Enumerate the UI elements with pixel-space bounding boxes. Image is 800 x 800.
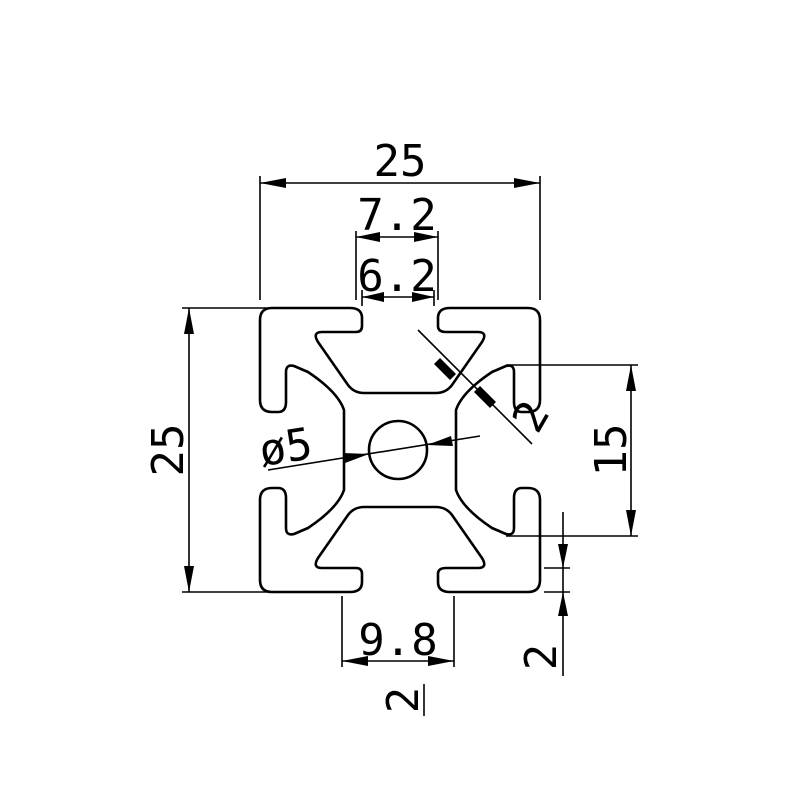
slot-outer-width-label: 7.2: [357, 190, 436, 241]
dim-slot-spacing: 15: [506, 364, 638, 537]
arrowhead: [427, 436, 453, 446]
slot-spacing-label: 15: [586, 424, 637, 477]
overall-width-label: 25: [374, 136, 427, 187]
dim-side-wall: 2: [516, 512, 570, 676]
center-hole-label: ø5: [256, 418, 316, 477]
corner-wall-label: 2: [503, 393, 560, 441]
dim-overall-width: 25: [259, 136, 541, 300]
arrowhead: [474, 386, 496, 408]
arrowhead: [342, 656, 368, 666]
outer-contour: [258, 306, 542, 594]
arrowhead: [184, 566, 194, 592]
profile-outline: [258, 306, 542, 594]
arrowhead: [558, 544, 568, 568]
arrowhead: [260, 178, 286, 188]
arrowhead: [626, 510, 636, 536]
arrowhead: [514, 178, 540, 188]
arrowhead: [558, 592, 568, 616]
slot-inner-width-label: 6.2: [357, 251, 436, 302]
center-hole: [367, 419, 429, 481]
arrowhead: [412, 292, 434, 302]
arrowhead: [414, 232, 438, 242]
overall-height-label: 25: [143, 424, 194, 477]
bottom-wall-label: 2: [378, 687, 429, 714]
arrowhead: [434, 358, 456, 380]
arrowhead: [356, 232, 380, 242]
side-wall-label: 2: [516, 644, 567, 671]
arrowhead: [626, 365, 636, 391]
arrowhead: [428, 656, 454, 666]
arrowhead: [184, 308, 194, 334]
dim-slot-inner: 6.2: [357, 251, 437, 306]
bottom-opening-label: 9.8: [358, 615, 437, 666]
dim-center-hole: ø5: [256, 418, 481, 477]
dim-overall-height: 25: [143, 307, 272, 593]
dim-bottom-opening: 9.8: [341, 596, 455, 667]
arrowhead: [343, 453, 369, 463]
dim-bottom-wall: 2: [378, 684, 429, 716]
arrowhead: [362, 292, 384, 302]
dim-slot-outer: 7.2: [355, 190, 439, 300]
